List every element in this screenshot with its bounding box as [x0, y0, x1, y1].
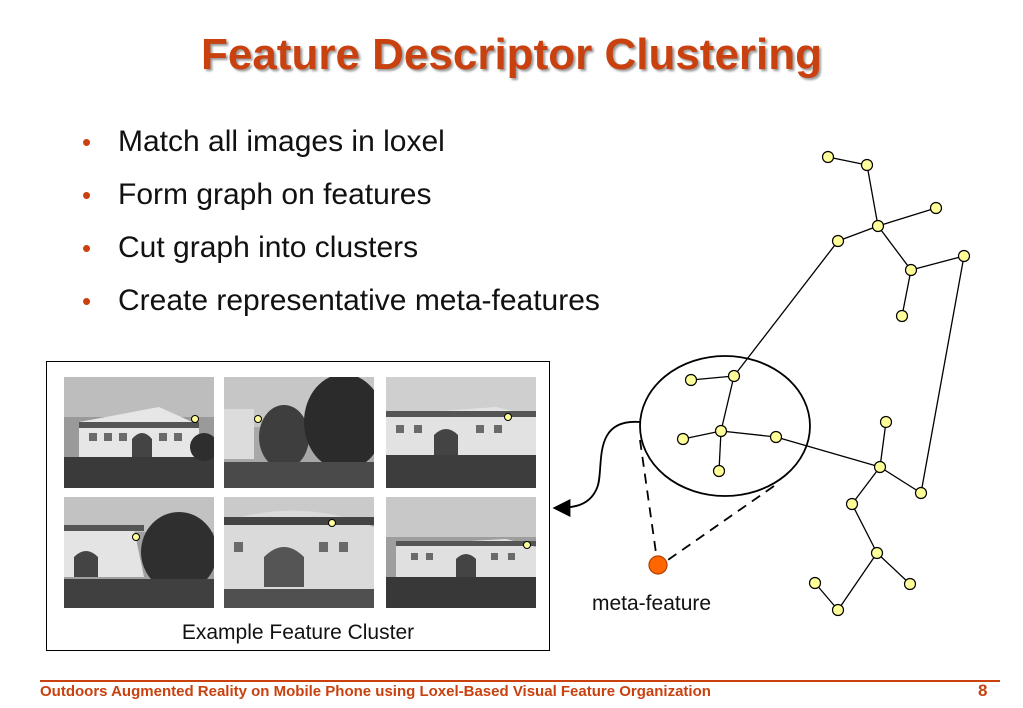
cluster-image-4 [64, 497, 214, 608]
arrow-to-figure [552, 421, 641, 517]
bullet-item: • Match all images in loxel [82, 120, 600, 173]
bullet-dot-icon: • [82, 127, 92, 157]
bullet-dot-icon: • [82, 286, 92, 316]
bullet-text: Form graph on features [118, 178, 432, 211]
cluster-circle [639, 355, 811, 497]
bullet-item: • Cut graph into clusters [82, 226, 600, 279]
graph-nodes [676, 150, 971, 617]
page-number: 8 [978, 681, 988, 700]
slide-title: Feature Descriptor Clustering [200, 30, 823, 79]
footer-divider [40, 680, 1000, 682]
meta-feature-node [648, 555, 668, 575]
bullet-text: Create representative meta-features [118, 284, 600, 317]
bullet-dot-icon: • [82, 233, 92, 263]
bullet-text: Match all images in loxel [118, 125, 445, 158]
cluster-image-1 [64, 377, 214, 488]
footer-text: Outdoors Augmented Reality on Mobile Pho… [40, 683, 711, 700]
bullet-item: • Form graph on features [82, 173, 600, 226]
bullet-list: • Match all images in loxel • Form graph o… [82, 120, 600, 332]
cluster-image-6 [386, 497, 536, 608]
bullet-item: • Create representative meta-features [82, 279, 600, 332]
cluster-image-3 [386, 377, 536, 488]
meta-feature-label: meta-feature [592, 592, 712, 615]
example-cluster-figure: Example Feature Cluster [46, 361, 550, 651]
figure-caption: Example Feature Cluster [181, 621, 415, 644]
projection-dashed-line-right [664, 485, 775, 563]
bullet-text: Cut graph into clusters [118, 231, 419, 264]
bullet-dot-icon: • [82, 180, 92, 210]
cluster-image-5 [224, 497, 374, 608]
cluster-image-2 [224, 377, 374, 488]
graph-edges [682, 156, 965, 611]
projection-dashed-line-left [639, 439, 658, 561]
